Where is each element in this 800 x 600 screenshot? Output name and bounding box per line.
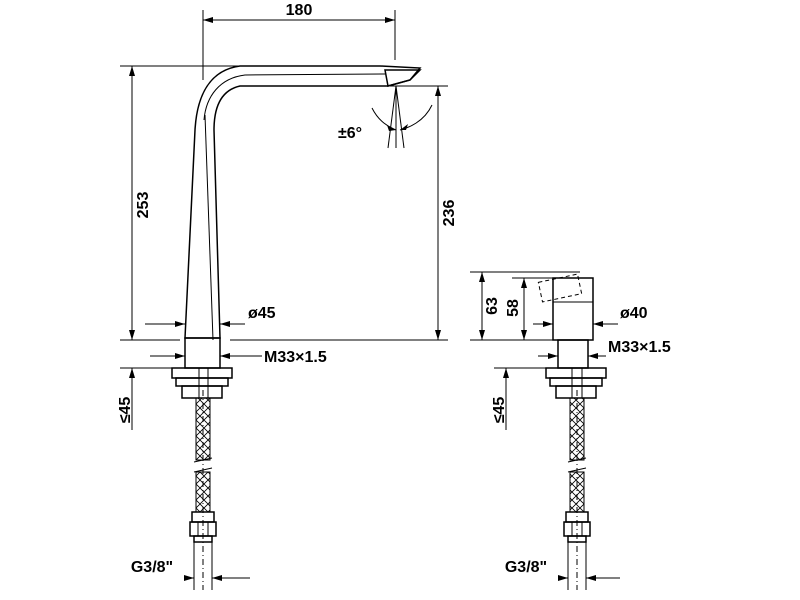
spout-center-line xyxy=(204,114,214,341)
dim-label-spout-thread: M33×1.5 xyxy=(264,349,327,366)
dim-label-handle-thread: M33×1.5 xyxy=(608,339,671,356)
dim-spout-connection: G3/8" xyxy=(131,542,250,590)
dim-label-spout-diameter: ø45 xyxy=(248,305,276,322)
dim-spout-height: 253 xyxy=(120,65,240,341)
dim-label-spout-angle: ±6° xyxy=(338,125,362,142)
handle-mount-plate xyxy=(545,367,607,379)
dim-spout-diameter: ø45 xyxy=(145,305,276,327)
spout-mount-plate-2 xyxy=(175,377,229,387)
dim-label-outlet-height: 236 xyxy=(441,200,458,227)
dim-label-handle-diameter: ø40 xyxy=(620,305,648,322)
dim-handle-height: 63 xyxy=(470,271,580,341)
handle-body xyxy=(552,277,594,341)
dim-handle-mount-depth: ≤45 xyxy=(491,367,546,430)
spout-tip xyxy=(384,69,422,87)
spout-collar xyxy=(184,337,221,369)
spout-assembly xyxy=(171,65,422,543)
dim-spout-reach: 180 xyxy=(202,2,396,80)
dim-label-spout-connection: G3/8" xyxy=(131,559,173,576)
dim-spout-thread: M33×1.5 xyxy=(150,349,327,366)
dim-label-spout-reach: 180 xyxy=(286,2,313,19)
handle-lever-rotated xyxy=(537,273,583,303)
dim-outlet-height: 236 xyxy=(230,85,458,341)
dim-label-handle-lever-height: 58 xyxy=(505,299,522,317)
handle-mount-nut xyxy=(555,385,597,399)
spout-inner-line xyxy=(203,73,386,121)
dim-handle-diameter: ø40 xyxy=(533,305,648,327)
dim-label-handle-connection: G3/8" xyxy=(505,559,547,576)
dim-label-handle-mount-depth: ≤45 xyxy=(491,397,508,424)
spout-body xyxy=(184,65,422,339)
dim-handle-thread: M33×1.5 xyxy=(538,339,671,359)
spout-mount-nut xyxy=(181,385,223,399)
dim-label-spout-mount-depth: ≤45 xyxy=(117,397,134,424)
handle-assembly xyxy=(537,273,607,543)
dim-label-spout-height: 253 xyxy=(135,192,152,219)
dim-handle-connection: G3/8" xyxy=(505,542,620,590)
dim-handle-lever-height: 58 xyxy=(505,277,553,340)
dim-label-handle-height: 63 xyxy=(484,297,501,315)
handle-collar xyxy=(557,339,589,369)
spout-mount-plate xyxy=(171,367,233,379)
dim-spout-angle: ±6° xyxy=(338,85,433,149)
dim-spout-mount-depth: ≤45 xyxy=(117,367,172,430)
